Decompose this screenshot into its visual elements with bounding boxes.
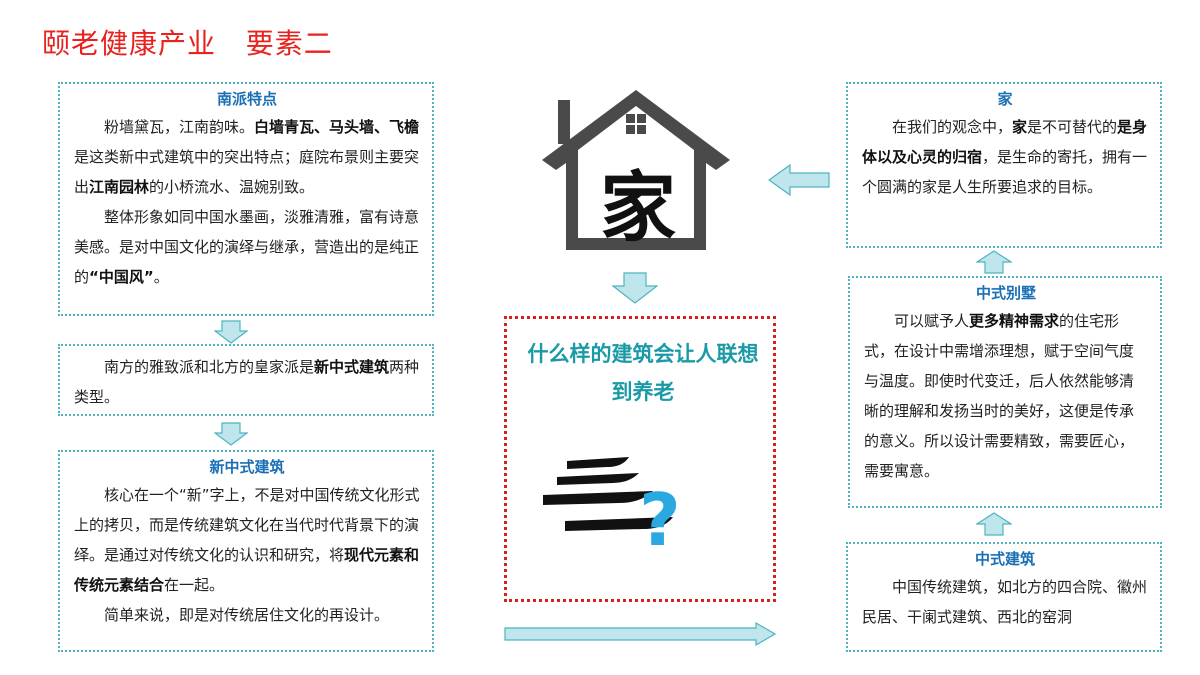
arrow-up-1 <box>976 250 1012 274</box>
new-chinese-para-2: 简单来说，即是对传统居住文化的再设计。 <box>104 606 390 624</box>
chinese-villa-box: 中式别墅 可以赋予人更多精神需求的住宅形式，在设计中需增添理想，赋于空间气度与温… <box>848 276 1162 508</box>
new-chinese-box: 新中式建筑 核心在一个“新”字上，不是对中国传统文化形式上的拷贝，而是传统建筑文… <box>58 450 434 652</box>
types-box: 南方的雅致派和北方的皇家派是新中式建筑两种类型。 <box>58 344 434 416</box>
house-home-logo: 家 <box>542 90 730 252</box>
arrow-down-center <box>612 272 658 304</box>
arrow-up-2 <box>976 512 1012 536</box>
center-question: 什么样的建筑会让人联想到养老 <box>527 342 759 404</box>
home-box: 家 在我们的观念中，家是不可替代的是身体以及心灵的归宿，是生命的寄托，拥有一个圆… <box>846 82 1162 248</box>
types-para: 南方的雅致派和北方的皇家派是新中式建筑两种类型。 <box>74 358 420 406</box>
home-para: 在我们的观念中，家是不可替代的是身体以及心灵的归宿，是生命的寄托，拥有一个圆满的… <box>862 118 1148 196</box>
steps-question-icon: ? <box>543 457 681 559</box>
south-style-para-1: 粉墙黛瓦，江南韵味。白墙青瓦、马头墙、飞檐是这类新中式建筑中的突出特点；庭院布景… <box>74 118 420 196</box>
home-title: 家 <box>997 90 1013 108</box>
chinese-architecture-para: 中国传统建筑，如北方的四合院、徽州民居、干阑式建筑、西北的窑洞 <box>862 578 1148 626</box>
chinese-villa-title: 中式别墅 <box>975 284 1036 302</box>
svg-text:家: 家 <box>600 163 676 252</box>
south-style-box: 南派特点 粉墙黛瓦，江南韵味。白墙青瓦、马头墙、飞檐是这类新中式建筑中的突出特点… <box>58 82 434 316</box>
svg-text:?: ? <box>639 478 681 559</box>
south-style-para-2: 整体形象如同中国水墨画，淡雅清雅，富有诗意美感。是对中国文化的演绎与继承，营造出… <box>74 208 420 286</box>
new-chinese-para-1: 核心在一个“新”字上，不是对中国传统文化形式上的拷贝，而是传统建筑文化在当代时代… <box>74 486 420 594</box>
arrow-down-1 <box>214 320 248 344</box>
arrow-down-2 <box>214 422 248 446</box>
chinese-architecture-box: 中式建筑 中国传统建筑，如北方的四合院、徽州民居、干阑式建筑、西北的窑洞 <box>846 542 1162 652</box>
arrow-right-bottom <box>504 622 776 646</box>
south-style-title: 南派特点 <box>216 90 277 108</box>
new-chinese-title: 新中式建筑 <box>209 458 285 476</box>
center-question-box: 什么样的建筑会让人联想到养老 ? <box>504 316 776 602</box>
chinese-architecture-title: 中式建筑 <box>974 550 1035 568</box>
chinese-villa-para: 可以赋予人更多精神需求的住宅形式，在设计中需增添理想，赋于空间气度与温度。即使时… <box>864 312 1135 480</box>
arrow-left <box>768 164 830 196</box>
page-title: 颐老健康产业 要素二 <box>42 27 333 60</box>
